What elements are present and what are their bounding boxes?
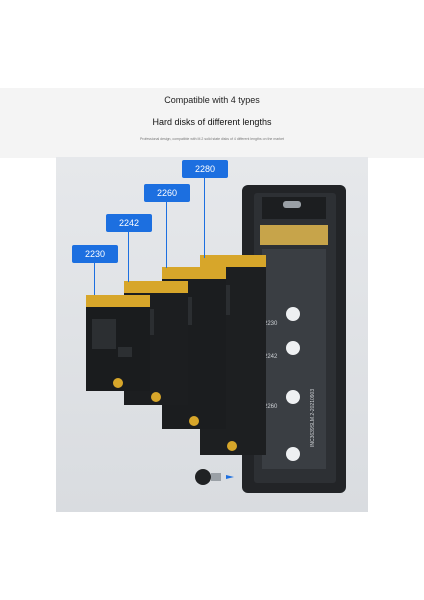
- title-line-2: Hard disks of different lengths: [152, 117, 272, 127]
- label-lead-2242: [128, 232, 129, 282]
- label-lead-2280: [204, 178, 205, 258]
- subtitle-note: Professional design, compatible with M.2…: [139, 137, 285, 141]
- size-label-2280: 2280: [182, 160, 228, 178]
- ssd-enclosure: 2230 2242 2260 INC3639SLM.2-20210903: [242, 185, 346, 493]
- enclosure-mark-2260: 2260: [264, 404, 278, 410]
- size-label-2260: 2260: [144, 184, 190, 202]
- title-band: [0, 88, 424, 158]
- product-illustration: 2230 2242 2260 INC3639SLM.2-20210903: [86, 185, 346, 493]
- enclosure-print: INC3639SLM.2-20210903: [310, 389, 316, 447]
- ssd-2230: [86, 295, 150, 391]
- tool-icon: [195, 469, 234, 485]
- size-label-2230: 2230: [72, 245, 118, 263]
- title-line-1: Compatible with 4 types: [164, 95, 260, 105]
- enclosure-mark-2230: 2230: [264, 321, 278, 327]
- label-lead-2230: [94, 263, 95, 295]
- label-lead-2260: [166, 202, 167, 268]
- product-photo: 2230 2242 2260 INC3639SLM.2-20210903: [56, 157, 368, 512]
- size-label-2242: 2242: [106, 214, 152, 232]
- enclosure-mark-2242: 2242: [264, 354, 278, 360]
